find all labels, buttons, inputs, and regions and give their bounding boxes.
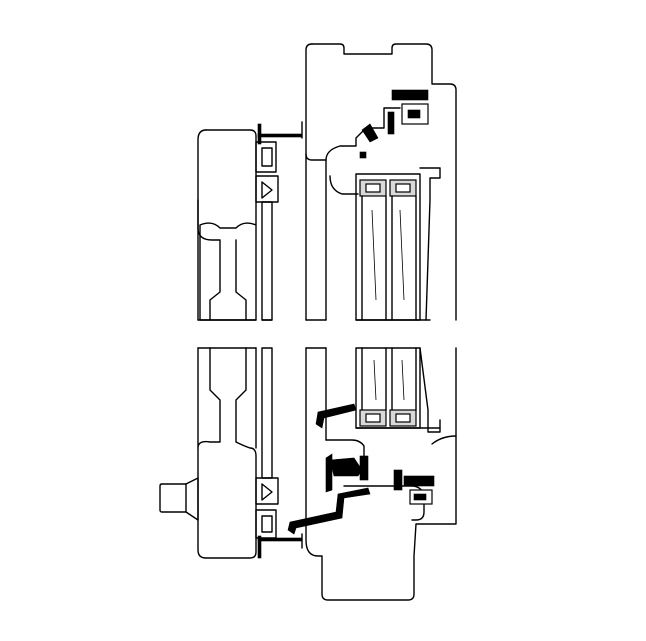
- hardware-strip-bottom: [255, 347, 303, 559]
- sash-profile-bottom: [197, 347, 257, 559]
- hardware-strip-top: [255, 121, 303, 321]
- glass-unit-bottom: [355, 347, 441, 433]
- drip-profiles: [287, 403, 435, 535]
- glazing-bead-top: [359, 89, 429, 159]
- bottom-section: [159, 347, 457, 601]
- top-section: [197, 43, 457, 321]
- frame-profile-bottom: [305, 347, 457, 601]
- glass-unit-top: [355, 167, 441, 321]
- handle: [159, 477, 199, 521]
- sash-profile-top: [197, 129, 257, 321]
